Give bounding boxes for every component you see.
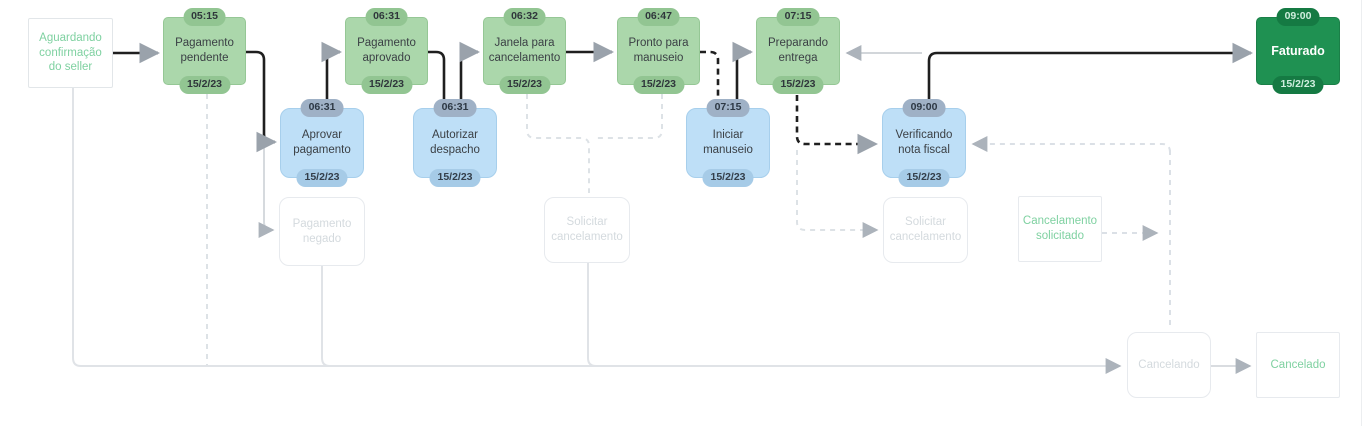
edge-pronto-to-iniciar (700, 50, 720, 107)
state-pagamento-aprovado[interactable]: 06:31 Pagamento aprovado 15/2/23 (345, 8, 428, 94)
state-cancelado[interactable]: Cancelado (1256, 332, 1340, 398)
date-badge: 15/2/23 (360, 76, 413, 94)
state-pronto-manuseio[interactable]: 06:47 Pronto para manuseio 15/2/23 (617, 8, 700, 94)
edge-aprovar-to-aprovado (321, 41, 343, 104)
task-label: Verificando nota fiscal (895, 129, 953, 156)
date-badge: 15/2/23 (632, 76, 685, 94)
edge-aprovado-to-autorizar (428, 50, 446, 107)
state-label: Faturado (1271, 43, 1325, 58)
edge-pronto-to-solicitar1 (597, 94, 663, 139)
edge-bottom-rail-to-cancelando (72, 88, 1122, 374)
date-badge: 15/2/23 (1272, 76, 1324, 94)
edge-pendente-to-negado (258, 146, 275, 238)
time-badge: 07:15 (706, 99, 750, 117)
state-cancelamento-solicitado[interactable]: Cancelamento solicitado (1018, 196, 1102, 262)
time-badge: 05:15 (183, 8, 226, 26)
time-badge: 07:15 (776, 8, 820, 26)
state-preparando-entrega[interactable]: 07:15 Preparando entrega 15/2/23 (756, 8, 840, 94)
edge-verificando-to-faturado (927, 42, 1254, 104)
time-badge: 06:32 (503, 8, 546, 26)
task-label: Aprovar pagamento (293, 129, 351, 156)
edge-janela-to-solicitar1 (526, 94, 590, 193)
task-label: Iniciar manuseio (703, 129, 753, 156)
task-label: Solicitar cancelamento (551, 216, 623, 243)
task-solicitar-cancelamento-2[interactable]: Solicitar cancelamento (883, 197, 968, 263)
task-iniciar-manuseio[interactable]: 07:15 Iniciar manuseio 15/2/23 (686, 99, 770, 187)
edge-iniciar-to-preparando (732, 41, 754, 104)
state-cancelando[interactable]: Cancelando (1127, 332, 1211, 398)
edge-autorizar-to-janela (459, 41, 481, 104)
state-label: Pronto para manuseio (628, 37, 689, 64)
state-label: Preparando entrega (767, 37, 829, 64)
state-label: Pagamento aprovado (357, 37, 416, 64)
time-badge: 06:31 (300, 99, 344, 117)
edge-solicitar1-join-rail (587, 263, 597, 367)
time-badge: 06:31 (365, 8, 408, 26)
edge-preparando-to-verificando (795, 95, 879, 155)
state-pagamento-negado[interactable]: Pagamento negado (279, 197, 365, 266)
state-pagamento-pendente[interactable]: 05:15 Pagamento pendente 15/2/23 (163, 8, 246, 94)
state-label: Cancelamento solicitado (1022, 215, 1098, 242)
date-badge: 15/2/23 (898, 169, 950, 187)
task-autorizar-despacho[interactable]: 06:31 Autorizar despacho 15/2/23 (413, 99, 497, 187)
state-label: Pagamento negado (292, 217, 352, 245)
edge-pendente-to-aprovar (246, 50, 278, 153)
state-janela-cancelamento[interactable]: 06:32 Janela para cancelamento 15/2/23 (483, 8, 566, 94)
date-badge: 15/2/23 (296, 169, 348, 187)
time-badge: 06:47 (637, 8, 680, 26)
state-label: Cancelando (1138, 358, 1200, 371)
edge-preparando-to-solicitar2 (796, 150, 879, 238)
date-badge: 15/2/23 (702, 169, 754, 187)
state-label: Cancelado (1270, 358, 1326, 371)
edge-cancelando-to-verificando (971, 136, 1171, 153)
task-label: Autorizar despacho (430, 129, 480, 156)
date-badge: 15/2/23 (772, 76, 824, 94)
date-badge: 15/2/23 (498, 76, 551, 94)
task-solicitar-cancelamento-1[interactable]: Solicitar cancelamento (544, 197, 630, 263)
container-right-border (1361, 0, 1362, 426)
edge-negado-join-rail (321, 266, 331, 367)
task-aprovar-pagamento[interactable]: 06:31 Aprovar pagamento 15/2/23 (280, 99, 364, 187)
date-badge: 15/2/23 (178, 76, 231, 94)
state-faturado[interactable]: 09:00 Faturado 15/2/23 (1256, 8, 1340, 94)
state-label: Janela para cancelamento (488, 37, 561, 64)
time-badge: 09:00 (902, 99, 946, 117)
date-badge: 15/2/23 (429, 169, 481, 187)
task-label: Solicitar cancelamento (889, 216, 962, 243)
state-label: Aguardando confirmação do seller (39, 31, 102, 74)
state-aguardando-confirmacao-seller[interactable]: Aguardando confirmação do seller (28, 18, 113, 88)
time-badge: 06:31 (433, 99, 477, 117)
task-verificando-nota-fiscal[interactable]: 09:00 Verificando nota fiscal 15/2/23 (882, 99, 966, 187)
state-label: Pagamento pendente (175, 37, 234, 64)
time-badge: 09:00 (1276, 8, 1320, 26)
